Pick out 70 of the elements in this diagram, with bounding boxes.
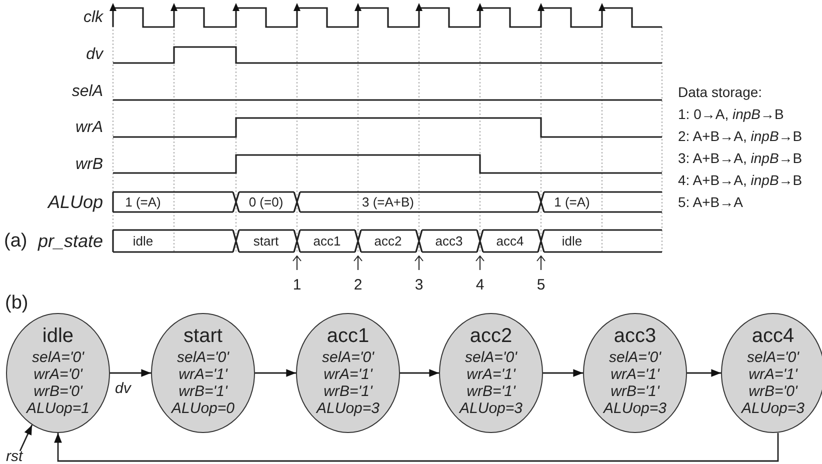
- storage-note: 3: A+B→A, inpB→B: [678, 151, 802, 165]
- output-assignment: selA='0': [746, 348, 799, 366]
- output-assignment: ALUop=3: [742, 400, 804, 418]
- transition-arrow: [687, 369, 721, 377]
- step-number: 4: [476, 278, 484, 292]
- step-number: 1: [292, 278, 302, 292]
- step-number: 2: [354, 278, 362, 292]
- output-assignment: selA='0': [464, 348, 517, 366]
- signal-name: ALUop: [48, 193, 103, 211]
- output-assignment: ALUop=3: [316, 400, 380, 418]
- bus-value: acc1: [313, 234, 341, 248]
- output-assignment: selA='0': [176, 348, 229, 366]
- output-assignment: wrB='1': [466, 383, 516, 400]
- transition-arrow: [255, 369, 296, 377]
- output-assignment: selA='0': [608, 348, 661, 366]
- transition-arrow: [19, 424, 33, 452]
- state-name: start: [184, 324, 222, 346]
- state-name: idle: [42, 324, 74, 346]
- panel-tag: (b): [5, 294, 28, 312]
- output-assignment: ALUop=3: [604, 400, 666, 418]
- output-assignment: wrA='0': [34, 366, 82, 383]
- storage-note: 4: A+B→A, inpB→B: [678, 173, 802, 187]
- storage-note: 1: 0→A, inpB→B: [678, 107, 784, 121]
- signal-name: pr_state: [38, 232, 103, 250]
- edge-label: rst: [6, 449, 23, 464]
- storage-heading: Data storage:: [678, 85, 762, 99]
- state-name: acc4: [752, 324, 794, 346]
- bus-value: acc2: [374, 234, 402, 248]
- bus-value: 1 (=A): [554, 196, 590, 208]
- output-assignment: wrA='1': [610, 366, 660, 383]
- output-assignment: wrB='0': [34, 383, 82, 400]
- output-assignment: selA='0': [32, 348, 84, 366]
- bus-value: idle: [132, 234, 154, 248]
- signal-name: wrB: [75, 157, 103, 173]
- transition-arrow: [543, 369, 583, 377]
- signal-name: dv: [86, 47, 103, 63]
- output-assignment: wrA='1': [178, 366, 228, 383]
- step-number: 5: [536, 278, 546, 292]
- step-number: 3: [414, 278, 424, 292]
- storage-note: 2: A+B→A, inpB→B: [678, 129, 802, 143]
- output-assignment: wrA='1': [324, 366, 372, 383]
- transition-arrow: [400, 369, 439, 377]
- state-name: acc1: [326, 324, 370, 346]
- output-assignment: wrB='1': [178, 383, 228, 400]
- bus-value: acc3: [435, 234, 463, 248]
- bus-value: start: [253, 234, 279, 248]
- signal-name: wrA: [75, 120, 103, 136]
- signal-name: selA: [72, 84, 103, 100]
- storage-note: 5: A+B→A: [678, 195, 743, 209]
- bus-value: acc4: [496, 234, 524, 248]
- bus-value: 0 (=0): [248, 196, 284, 208]
- state-name: acc3: [614, 324, 656, 346]
- output-assignment: ALUop=3: [460, 400, 522, 418]
- output-assignment: ALUop=1: [26, 400, 90, 418]
- output-assignment: ALUop=0: [172, 400, 234, 418]
- signal-name: clk: [83, 10, 103, 26]
- bus-value: 1 (=A): [125, 196, 161, 208]
- output-assignment: wrB='1': [324, 383, 372, 400]
- output-assignment: wrA='1': [466, 366, 516, 383]
- state-name: acc2: [470, 324, 512, 346]
- edge-label: dv: [115, 381, 131, 396]
- bus-value: idle: [562, 234, 582, 248]
- transition-arrow: [54, 433, 779, 462]
- output-assignment: wrA='1': [748, 366, 798, 383]
- bus-value: 3 (=A+B): [362, 196, 414, 208]
- output-assignment: wrB='1': [610, 383, 660, 400]
- panel-tag: (a): [4, 232, 28, 250]
- transition-arrow: [110, 369, 151, 377]
- output-assignment: wrB='0': [748, 383, 798, 400]
- output-assignment: selA='0': [322, 348, 374, 366]
